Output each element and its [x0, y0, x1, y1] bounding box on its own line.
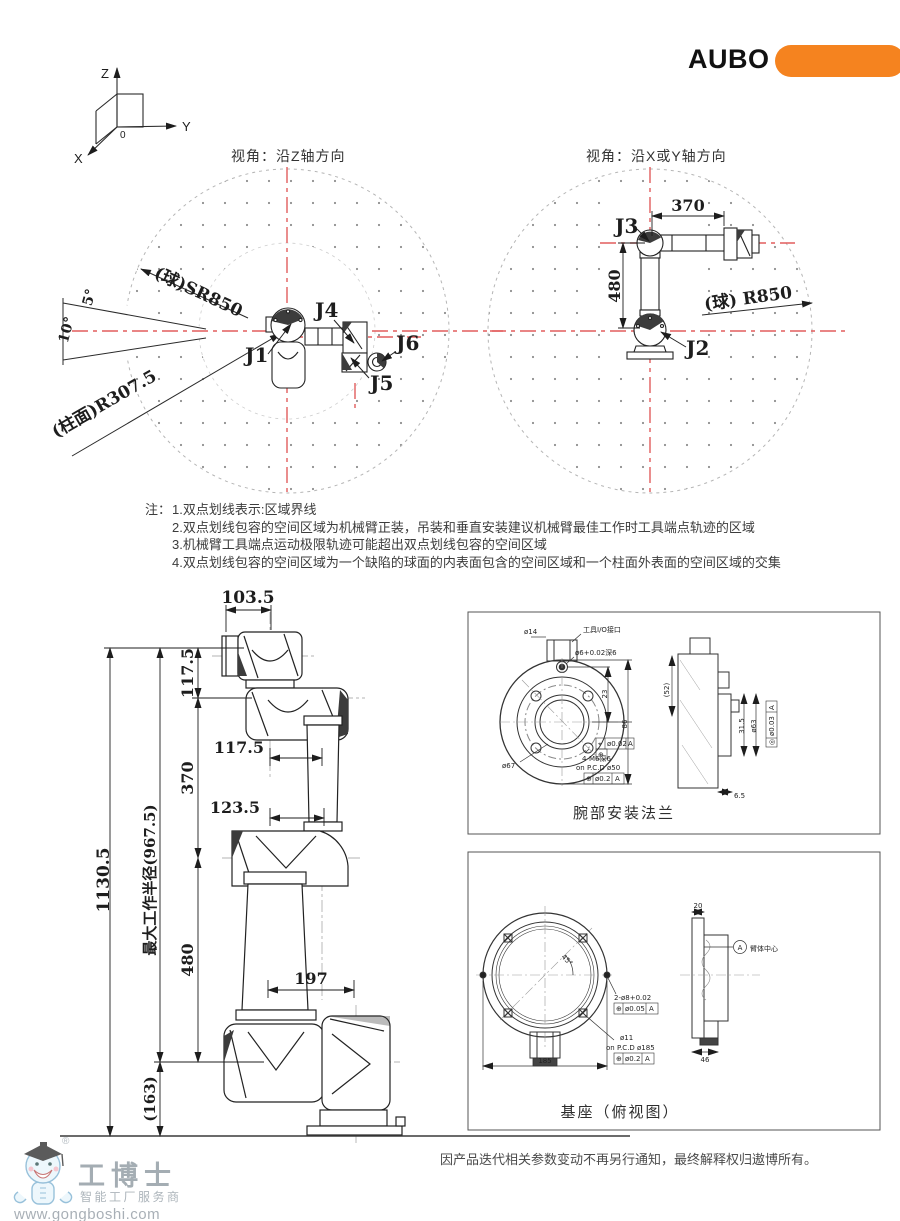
side-view-title: 视角：沿X或Y轴方向	[586, 148, 727, 164]
base-tol2-ref: A	[645, 1055, 650, 1063]
dim-197: 197	[294, 969, 327, 988]
disclaimer-text: 因产品迭代相关参数变动不再另行通知，最终解释权归遨博所有。	[440, 1152, 818, 1167]
robot-dimension-drawing: 103.5 1130.5 最大工作半径(967.5) (163) 117.5 3…	[60, 588, 630, 1145]
base-center-label: 臂体中心	[750, 944, 778, 953]
registered-mark: ®	[62, 1136, 70, 1147]
flange-d86: 86	[621, 719, 629, 728]
base-holes8: 2-ø8+0.02	[614, 994, 651, 1002]
base-d46: 46	[701, 1056, 710, 1064]
dim-117-5-v: 117.5	[178, 648, 197, 698]
dim-103-5: 103.5	[221, 588, 274, 608]
j2-label: J2	[684, 336, 709, 360]
flange-io-label: 工具I/O接口	[583, 625, 621, 634]
dim-480-v: 480	[178, 943, 197, 976]
base-45deg: 45°	[560, 953, 574, 967]
flange-tol1-sym: ⌖	[598, 740, 602, 748]
note-item: 4.双点划线包容的空间区域为一个缺陷的球面的内表面包含的空间区域和一个柱面外表面…	[172, 554, 781, 570]
robot-elevation	[626, 227, 760, 360]
axis-x-label: X	[74, 151, 83, 166]
watermark-url: www.gongboshi.com	[14, 1206, 161, 1221]
workspace-side-view: 370 480 (球) R850 J3 J2	[487, 167, 845, 495]
base-detail: 45° 2-ø8+0.02 ⊕ ø0.05 A ø11 on P.C.D ø18…	[467, 851, 881, 1131]
dim-117-5-h: 117.5	[214, 738, 264, 757]
note-item: 1.双点划线表示:区域界线	[172, 502, 317, 517]
dim-1130-5: 1130.5	[94, 847, 114, 912]
dim-370-v: 370	[178, 761, 197, 794]
flange-pcd: on P.C.D ø50	[576, 764, 620, 772]
workspace-top-view: 5° 10° (球)SR850 (柱面)R307.5	[48, 167, 503, 495]
flange-tol4-ref: A	[768, 705, 776, 710]
j4-label: J4	[313, 298, 338, 322]
base-d185: 185	[538, 1057, 551, 1065]
base-caption: 基座（俯视图）	[560, 1104, 679, 1121]
j5-label: J5	[368, 371, 393, 395]
flange-tol3-val: ø0.2	[595, 775, 610, 783]
axis-z-label: Z	[101, 66, 109, 81]
base-tol1-ref: A	[649, 1005, 654, 1013]
base-d20: 20	[694, 902, 703, 910]
flange-tol4-sym: ◎	[768, 739, 776, 745]
flange-tol4-val: ø0.03	[768, 716, 776, 736]
flange-detail: ø14 工具I/O接口 ø6+0.02深6 23 86 ⌖ ø0.02 A ⊕ …	[467, 611, 881, 835]
base-tol1-sym: ⊕	[616, 1005, 622, 1013]
top-view-title: 视角：沿Z轴方向	[231, 148, 346, 164]
note-item: 2.双点划线包容的空间区域为机械臂正装，吊装和垂直安装建议机械臂最佳工作时工具端…	[172, 519, 755, 535]
note-item: 3.机械臂工具端点运动极限轨迹可能超出双点划线包容的空间区域	[172, 537, 547, 553]
dim-480: 480	[605, 269, 624, 302]
robot-top-view	[265, 307, 387, 389]
flange-d315: 31.5	[738, 718, 746, 734]
base-pcd: on P.C.D ø185	[606, 1044, 655, 1052]
base-datum: A	[738, 944, 743, 952]
axis-origin-label: 0	[120, 130, 126, 141]
notes-prefix: 注：	[145, 502, 172, 517]
brand-logo: AUBO	[688, 44, 770, 74]
flange-pin-label: ø6+0.02深6	[575, 648, 617, 657]
flange-tol1-ref: A	[628, 740, 633, 748]
flange-tol2-sym: ⊕	[598, 751, 604, 759]
flange-d67: ø67	[502, 762, 515, 770]
j1-label: J1	[243, 343, 268, 367]
flange-d52: (52)	[663, 683, 671, 698]
watermark-mascot	[13, 1142, 73, 1205]
angle-5-label: 5°	[80, 287, 100, 307]
flange-m6: 4-M6深6	[582, 754, 611, 763]
dim-max-radius: 最大工作半径(967.5)	[141, 804, 159, 955]
base-tol1-val: ø0.05	[625, 1005, 645, 1013]
flange-caption: 腕部安装法兰	[573, 805, 675, 822]
notes-block: 注：1.双点划线表示:区域界线 2.双点划线包容的空间区域为机械臂正装，吊装和垂…	[145, 501, 781, 571]
angle-10-label: 10°	[56, 315, 78, 345]
j3-label: J3	[613, 214, 638, 238]
flange-tol1-val: ø0.02	[607, 740, 627, 748]
coordinate-axes: Z Y X 0	[74, 66, 191, 166]
brand-accent-bar	[775, 45, 900, 77]
axis-y-label: Y	[182, 119, 191, 134]
base-tol2-val: ø0.2	[625, 1055, 640, 1063]
dim-163: (163)	[141, 1076, 159, 1122]
flange-d65: 6.5	[734, 792, 745, 800]
base-d11: ø11	[620, 1034, 633, 1042]
flange-d14: ø14	[524, 628, 538, 636]
watermark-name: 工博士	[78, 1161, 177, 1192]
flange-tol3-ref: A	[615, 775, 620, 783]
flange-d63: ø63	[750, 719, 758, 732]
watermark-tagline: 智能工厂服务商	[80, 1190, 182, 1204]
flange-tol3-sym: ⊕	[586, 775, 592, 783]
base-tol2-sym: ⊕	[616, 1055, 622, 1063]
dim-123-5: 123.5	[210, 798, 260, 817]
j6-label: J6	[394, 331, 419, 355]
dim-370: 370	[671, 196, 704, 215]
flange-d23: 23	[601, 690, 609, 699]
